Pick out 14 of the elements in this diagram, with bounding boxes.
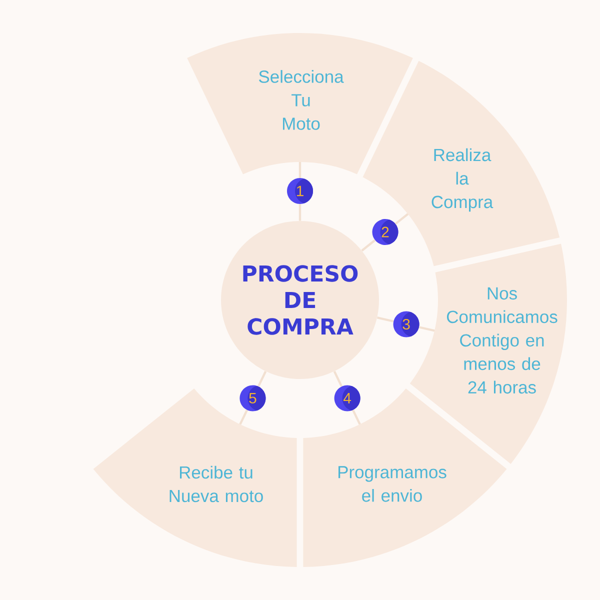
connector-line — [257, 370, 267, 387]
node-label: Realiza la Compra — [432, 148, 494, 212]
connector-line — [376, 316, 394, 322]
connector-line — [394, 213, 409, 225]
connector-line — [298, 204, 302, 221]
connector-line — [333, 370, 343, 387]
connector-line — [352, 410, 361, 425]
connector-line — [361, 239, 376, 252]
connector-line — [418, 326, 435, 332]
ring-segment: Nos Comunicamos Contigo en menos de 24 horas — [410, 244, 567, 464]
connector-line — [239, 410, 248, 425]
node-label: Selecciona Tu Moto — [258, 70, 344, 130]
connector-line — [298, 162, 302, 178]
ring-segment: Selecciona Tu Moto — [187, 33, 413, 174]
